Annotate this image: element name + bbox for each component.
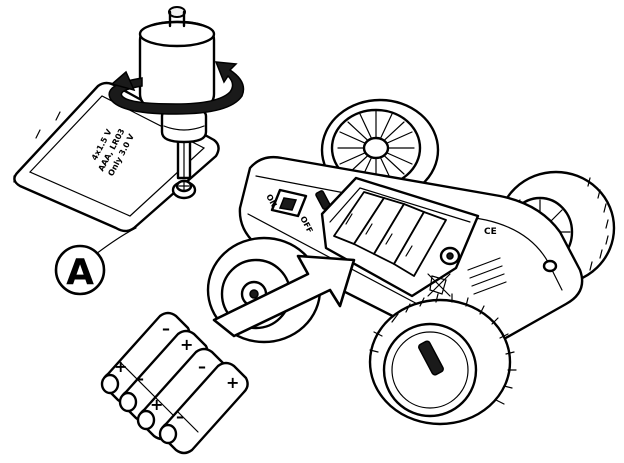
callout-letter: A [66,252,94,293]
toy-car: ON OFF CE [206,98,616,426]
rotate-arrow-icon [108,61,245,115]
battery-compartment [320,176,480,298]
batteries: + – – + + – – + [100,311,249,455]
insert-arrow-icon [212,254,356,338]
battery-1-plus: + [114,357,127,376]
battery-3-minus: – [198,357,206,376]
chassis-markings: CE [427,227,558,297]
callout-a: A [54,227,137,296]
wheel-front-right [368,293,517,426]
battery-1-minus: – [162,319,170,338]
recycle-bin-icon [427,273,451,297]
wheel-brand-logo [418,340,444,376]
battery-4-minus: – [176,407,184,426]
battery-2-minus: – [136,369,144,388]
battery-3-plus: + [150,395,163,414]
battery-2-plus: + [180,335,193,354]
battery-4: – + [158,361,249,455]
ce-mark: CE [484,227,497,237]
battery-4-plus: + [226,373,239,392]
screw-icon [171,179,197,200]
